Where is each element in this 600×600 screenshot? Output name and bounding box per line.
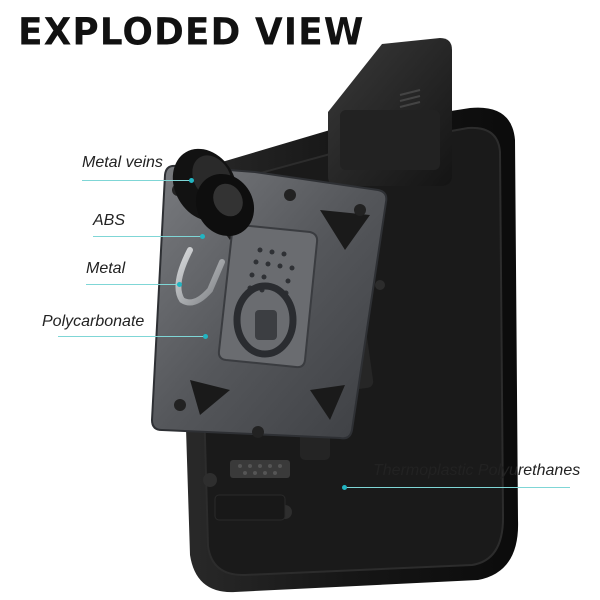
callout-label-metal: Metal [86,260,126,277]
magnetic-disc [172,148,255,237]
callout-label-metal-veins: Metal veins [82,154,163,171]
callout-leader-metal-veins [82,180,192,181]
camera-slide-cover [328,38,452,186]
callout-label-tpu: Thermoplastic Polyurethanes [373,462,581,479]
metal-ring [175,247,225,306]
callout-leader-abs [93,236,203,237]
callout-dot-abs [200,234,205,239]
callout-label-abs: ABS [93,212,126,229]
callout-dot-metal-veins [189,178,194,183]
callout-leader-polycarbonate [58,336,206,337]
callout-dot-tpu [342,485,347,490]
callout-dot-polycarbonate [203,334,208,339]
callout-leader-tpu [345,487,570,488]
page-title: EXPLODED VIEW [18,10,365,55]
callout-label-polycarbonate: Polycarbonate [42,313,145,330]
polycarbonate-bracket [150,164,388,440]
callout-leader-metal [86,284,180,285]
callout-dot-metal [177,282,182,287]
